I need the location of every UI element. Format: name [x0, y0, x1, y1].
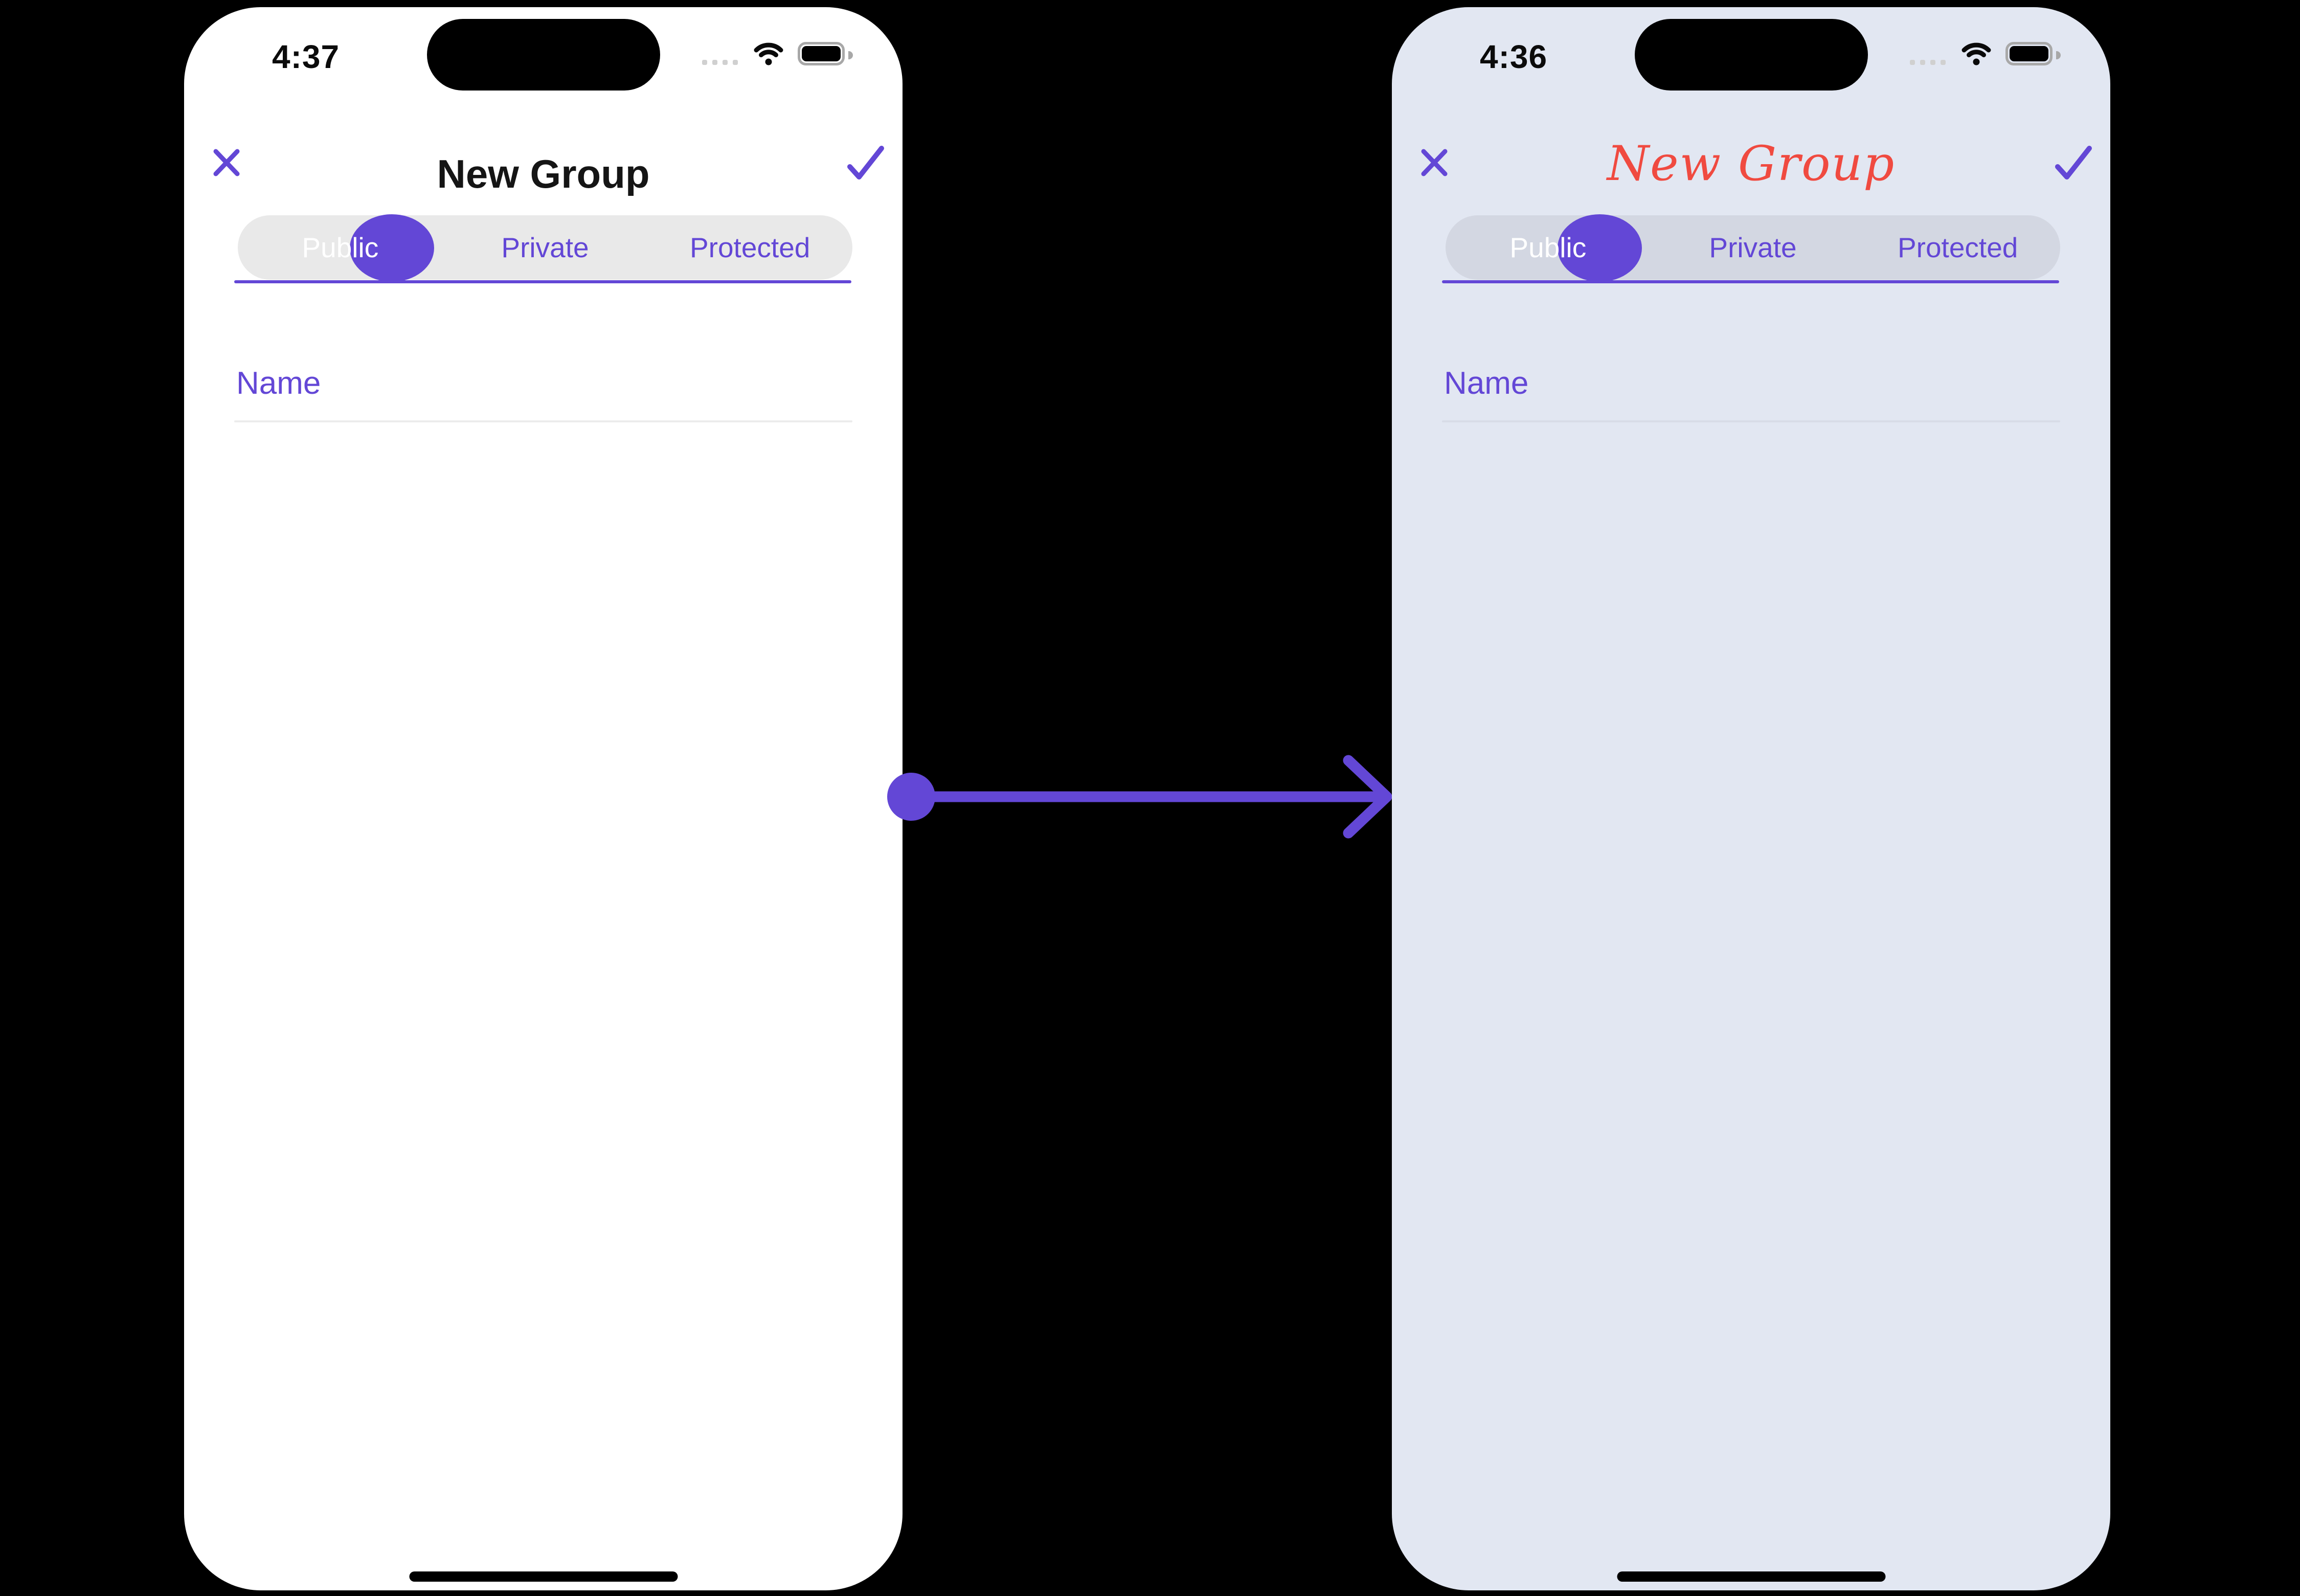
page-title: New Group — [437, 151, 650, 196]
name-field-underline — [1442, 420, 2060, 422]
name-field-underline — [234, 420, 852, 422]
tab-private[interactable]: Private — [1709, 232, 1797, 263]
battery-icon — [2005, 42, 2061, 65]
phone-mockup-left: 4:37 New Group Public Private Protected … — [184, 7, 903, 1590]
dynamic-island — [1634, 19, 1868, 91]
wifi-icon — [754, 42, 783, 65]
tab-private[interactable]: Private — [501, 232, 589, 263]
tab-protected[interactable]: Protected — [1897, 232, 2018, 263]
name-placeholder: Name — [236, 366, 321, 401]
close-icon — [213, 149, 240, 176]
tab-public[interactable]: Public — [302, 232, 379, 263]
phone-mockup-right: 4:36 New Group Public Private Protected … — [1392, 7, 2110, 1590]
home-indicator — [1617, 1571, 1885, 1582]
visibility-segmented-control: Public Private Protected — [238, 214, 852, 282]
dynamic-island — [426, 19, 660, 91]
status-time: 4:37 — [272, 38, 340, 75]
page-title-script: New Group — [1607, 136, 1896, 192]
name-placeholder: Name — [1444, 366, 1529, 401]
close-button[interactable] — [1419, 148, 1449, 177]
battery-icon — [798, 42, 853, 65]
tab-protected[interactable]: Protected — [689, 232, 810, 263]
tab-public[interactable]: Public — [1509, 232, 1587, 263]
transition-arrow — [887, 755, 1392, 839]
group-name-field[interactable]: Name — [1392, 360, 2110, 426]
selected-tab-indicator — [1558, 214, 1642, 282]
checkmark-icon — [2055, 146, 2092, 179]
visibility-segmented-control: Public Private Protected — [1446, 214, 2060, 282]
confirm-button[interactable] — [846, 141, 885, 180]
status-time: 4:36 — [1480, 38, 1548, 75]
cellular-signal-icon — [702, 60, 738, 65]
group-name-field[interactable]: Name — [184, 360, 903, 426]
confirm-button[interactable] — [2054, 141, 2092, 180]
segmented-control-underline — [1442, 280, 2059, 283]
checkmark-icon — [847, 146, 884, 179]
cellular-signal-icon — [1910, 60, 1946, 65]
close-button[interactable] — [212, 148, 241, 177]
home-indicator — [409, 1571, 678, 1582]
wifi-icon — [1961, 42, 1991, 65]
segmented-control-underline — [234, 280, 851, 283]
selected-tab-indicator — [350, 214, 434, 282]
close-icon — [1421, 149, 1448, 176]
arrow-head — [1343, 755, 1392, 839]
